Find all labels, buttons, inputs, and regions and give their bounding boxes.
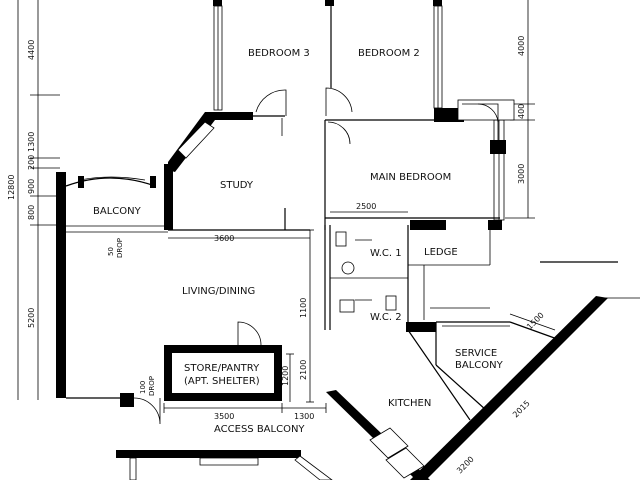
drop-100-label: DROP bbox=[148, 376, 156, 396]
bedroom-2-label: BEDROOM 2 bbox=[358, 48, 420, 59]
left-dimension-lines bbox=[17, 0, 60, 400]
service-balcony-label-line2: BALCONY bbox=[455, 360, 504, 371]
ledge-label: LEDGE bbox=[424, 247, 458, 258]
wc-area bbox=[324, 225, 491, 332]
dim-2100: 2100 bbox=[299, 360, 308, 380]
dim-3200: 3200 bbox=[455, 455, 476, 476]
drop-50-label: DROP bbox=[116, 238, 124, 258]
dim-900: 900 bbox=[27, 179, 36, 194]
dim-4000: 4000 bbox=[517, 36, 526, 56]
kitchen bbox=[326, 261, 640, 480]
service-balcony-label-line1: SERVICE bbox=[455, 348, 497, 359]
access-balcony bbox=[116, 229, 333, 480]
dim-3000: 3000 bbox=[517, 164, 526, 184]
dim-3500: 3500 bbox=[214, 412, 234, 421]
dim-2015: 2015 bbox=[511, 399, 532, 420]
dim-4400: 4400 bbox=[27, 40, 36, 60]
dim-1200: 1200 bbox=[281, 366, 290, 386]
dim-400: 400 bbox=[517, 104, 526, 119]
store-pantry bbox=[164, 321, 282, 401]
bedroom-walls bbox=[205, 0, 464, 145]
dim-1100: 1100 bbox=[299, 298, 308, 318]
drop-50-value: 50 bbox=[107, 247, 115, 256]
balcony bbox=[56, 172, 168, 399]
main-bedroom-walls bbox=[325, 99, 515, 230]
living-dining-label: LIVING/DINING bbox=[182, 286, 255, 297]
study-walls bbox=[164, 112, 326, 231]
study-label: STUDY bbox=[220, 180, 254, 191]
main-bedroom-label: MAIN BEDROOM bbox=[370, 172, 451, 183]
dim-1300-left: 1300 bbox=[27, 132, 36, 152]
wc1-label: W.C. 1 bbox=[370, 248, 402, 259]
dim-5200: 5200 bbox=[27, 308, 36, 328]
dim-12800: 12800 bbox=[7, 175, 16, 200]
bedroom-3-label: BEDROOM 3 bbox=[248, 48, 310, 59]
dim-3600: 3600 bbox=[214, 234, 234, 243]
wc2-label: W.C. 2 bbox=[370, 312, 402, 323]
dim-1300-bottom: 1300 bbox=[294, 412, 314, 421]
kitchen-label: KITCHEN bbox=[388, 398, 431, 409]
interior-dimension-lines bbox=[168, 211, 556, 471]
drop-100-value: 100 bbox=[139, 381, 147, 394]
dim-800: 800 bbox=[27, 205, 36, 220]
dim-200: 200 bbox=[27, 155, 36, 170]
dim-1500: 1500 bbox=[525, 311, 546, 332]
store-pantry-label-line2: (APT. SHELTER) bbox=[184, 376, 260, 387]
access-balcony-label: ACCESS BALCONY bbox=[214, 424, 305, 435]
dim-2500: 2500 bbox=[356, 202, 376, 211]
balcony-label: BALCONY bbox=[93, 206, 142, 217]
store-pantry-label-line1: STORE/PANTRY bbox=[184, 363, 260, 374]
